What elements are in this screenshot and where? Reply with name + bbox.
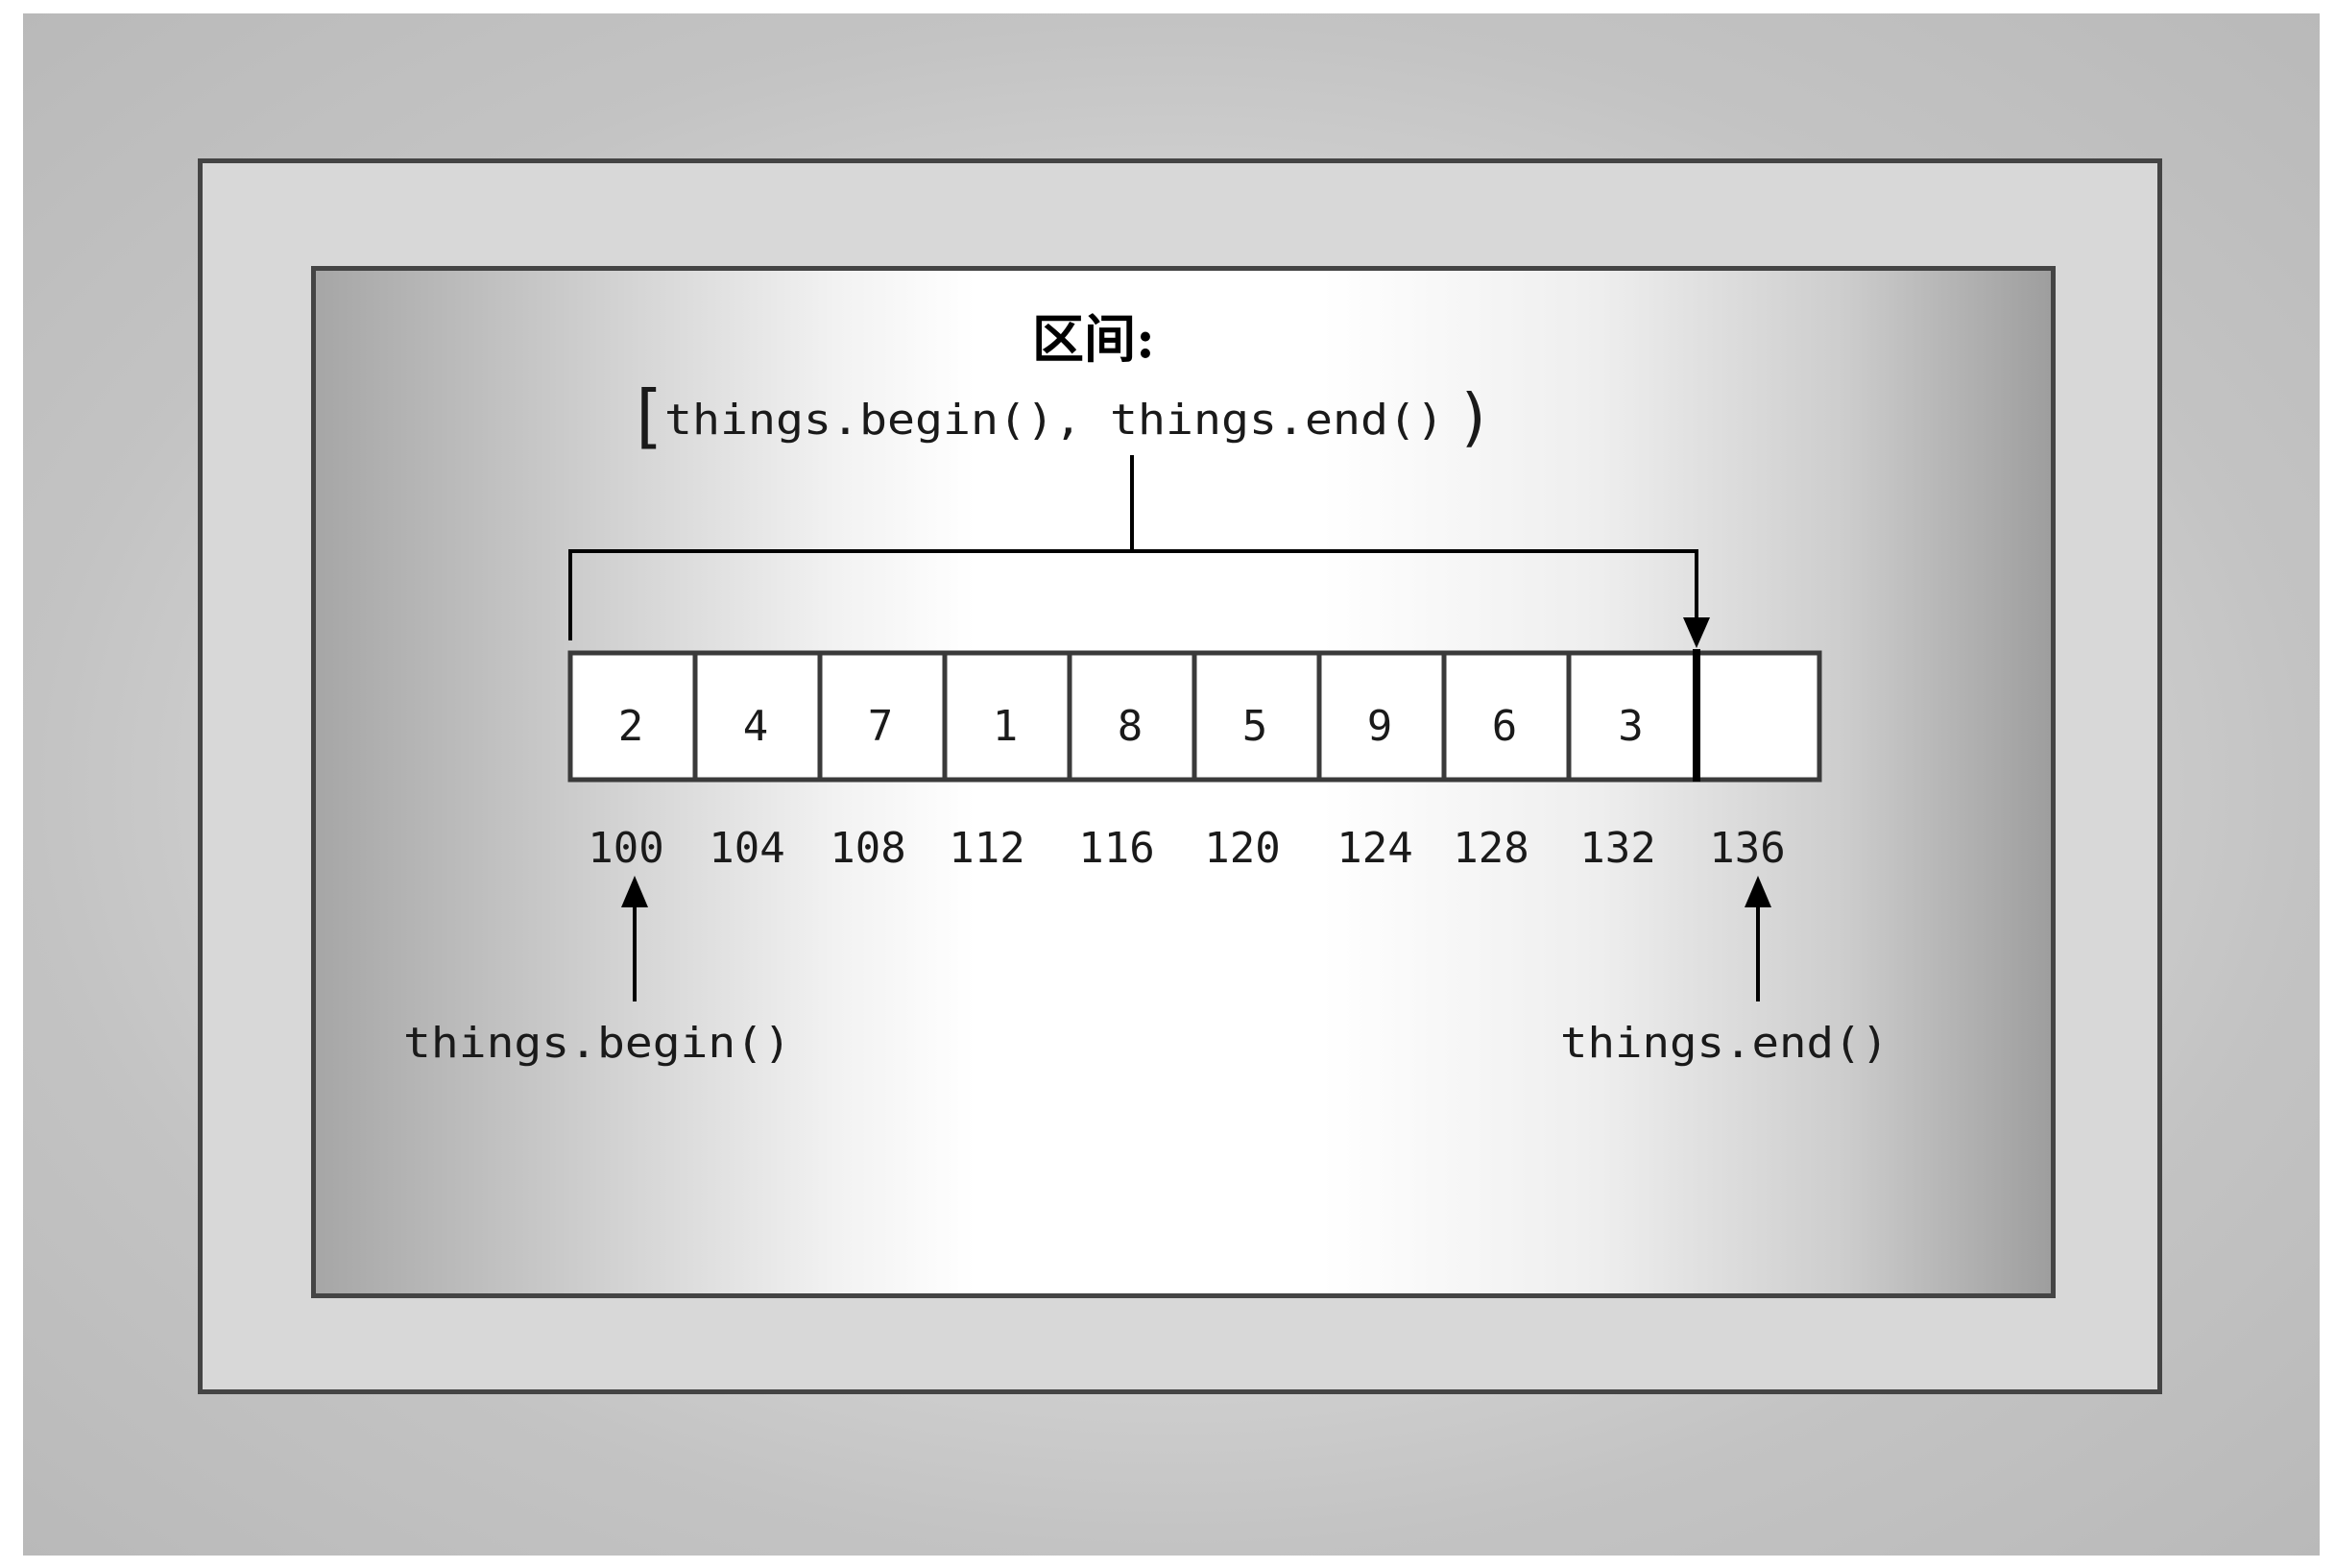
diagram-title: 区间: bbox=[1032, 308, 1155, 370]
array-cell bbox=[1694, 650, 1822, 783]
array-cell bbox=[942, 650, 1072, 783]
array-cell-value: 5 bbox=[1242, 702, 1268, 751]
array-cell bbox=[1316, 650, 1447, 783]
memory-address-label: 132 bbox=[1579, 824, 1655, 873]
memory-address-label: 120 bbox=[1204, 824, 1280, 873]
memory-address-label: 116 bbox=[1078, 824, 1154, 873]
array-cell bbox=[1566, 650, 1699, 783]
range-open-bracket: [ bbox=[626, 375, 667, 456]
range-end-arrowhead bbox=[1683, 617, 1710, 648]
array-cell-value: 2 bbox=[618, 702, 644, 751]
range-close-paren: ) bbox=[1456, 380, 1494, 454]
array-cell-value: 4 bbox=[743, 702, 769, 751]
array-cell-value: 6 bbox=[1492, 702, 1518, 751]
array-cell bbox=[817, 650, 948, 783]
begin-pointer-arrow bbox=[621, 876, 648, 1001]
memory-address-label: 128 bbox=[1453, 824, 1529, 873]
array-cell-value: 7 bbox=[868, 702, 894, 751]
array-cells: 2 4 7 1 8 5 9 6 3 bbox=[567, 650, 1822, 783]
memory-address-label: 104 bbox=[709, 824, 784, 873]
range-expression: things.begin(), things.end() bbox=[664, 396, 1444, 445]
memory-addresses: 100 104 108 112 116 120 124 128 132 136 bbox=[588, 824, 1785, 873]
array-cell-value: 1 bbox=[993, 702, 1019, 751]
memory-address-label: 124 bbox=[1336, 824, 1412, 873]
memory-address-label: 112 bbox=[949, 824, 1024, 873]
end-iterator-label: things.end() bbox=[1560, 1019, 1889, 1068]
memory-address-label: 100 bbox=[588, 824, 663, 873]
array-cell-value: 9 bbox=[1367, 702, 1393, 751]
array-cell bbox=[692, 650, 823, 783]
array-cell-value: 3 bbox=[1618, 702, 1644, 751]
array-cell bbox=[567, 650, 698, 783]
memory-address-label: 108 bbox=[830, 824, 905, 873]
end-pointer-arrow bbox=[1745, 876, 1771, 1001]
range-bracket bbox=[568, 455, 1698, 640]
memory-address-label: 136 bbox=[1709, 824, 1785, 873]
array-cell-value: 8 bbox=[1118, 702, 1143, 751]
begin-iterator-label: things.begin() bbox=[403, 1019, 791, 1068]
